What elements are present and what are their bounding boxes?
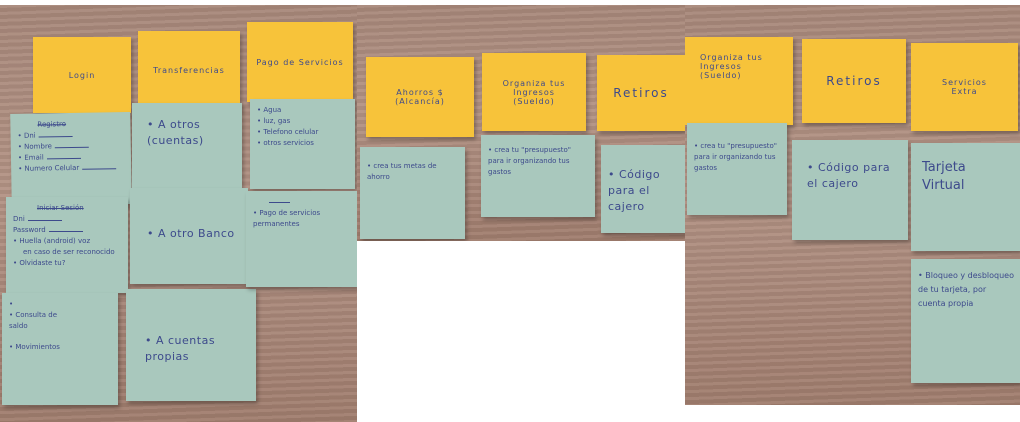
note-line: • Pago de servicios permanentes <box>253 209 321 228</box>
sticky-note-codigo-cajero: • Código para el cajero <box>601 145 685 233</box>
sticky-note-codigo-cajero-2: • Código para el cajero <box>792 140 908 240</box>
note-text: Organiza tus Ingresos (Sueldo) <box>502 78 566 106</box>
sticky-note-presupuesto: • crea tu "presupuesto" para ir organiza… <box>481 135 595 217</box>
note-line: en caso de ser reconocido <box>23 248 115 256</box>
note-text: • Código para el cajero <box>608 168 661 213</box>
note-text: • A cuentas propias <box>145 334 216 363</box>
sticky-note-registro: Registro • Dni • Nombre • Email • Numero… <box>10 111 132 207</box>
note-line: • crea tu "presupuesto" para ir organiza… <box>694 142 778 172</box>
note-line: • Olvidaste tu? <box>13 259 66 267</box>
sticky-note-pago-servicios: Pago de Servicios <box>247 22 353 102</box>
sticky-note-servicios-extra: Servicios Extra <box>911 43 1018 131</box>
sticky-note-a-otro-banco: • A otro Banco <box>130 188 248 284</box>
note-text: Organiza tus Ingresos (Sueldo) <box>700 53 763 80</box>
note-line: • Agua <box>257 106 282 114</box>
note-line: • Numero Celular <box>18 162 124 175</box>
note-text: • Código para el cajero <box>807 161 891 190</box>
note-line: Dni <box>13 214 121 225</box>
sticky-note-servicios: • Agua • luz, gas • Telefono celular • o… <box>250 99 355 189</box>
sticky-note-organiza-ingresos-2: Organiza tus Ingresos (Sueldo) <box>685 37 793 125</box>
note-line: • Telefono celular <box>257 128 319 136</box>
note-line: Iniciar Sesión <box>37 204 84 212</box>
photo-3: Organiza tus Ingresos (Sueldo) Retiros S… <box>685 5 1020 405</box>
note-text: Retiros <box>826 74 882 88</box>
sticky-note-ahorros: Ahorros $ (Alcancía) <box>366 57 474 137</box>
sticky-note-bloqueo-tarjeta: • Bloqueo y desbloqueo de tu tarjeta, po… <box>911 259 1020 383</box>
note-text: Ahorros $ (Alcancía) <box>395 88 445 106</box>
sticky-note-retiros: Retiros <box>597 55 685 131</box>
sticky-note-retiros-2: Retiros <box>802 39 906 123</box>
sticky-note-tarjeta-virtual: Tarjeta Virtual <box>911 143 1020 251</box>
note-line: • <box>9 300 14 308</box>
sticky-note-transferencias: Transferencias <box>138 31 240 109</box>
note-line: • Huella (android) voz <box>13 237 91 245</box>
note-line: • crea tu "presupuesto" para ir organiza… <box>488 146 572 176</box>
sticky-note-a-cuentas-propias: • A cuentas propias <box>126 289 256 401</box>
note-text: Retiros <box>613 86 669 100</box>
note-text: • A otro Banco <box>147 227 235 240</box>
sticky-note-presupuesto-2: • crea tu "presupuesto" para ir organiza… <box>687 123 787 215</box>
note-text: Tarjeta Virtual <box>922 160 966 193</box>
sticky-note-a-otros: • A otros (cuentas) <box>132 103 242 191</box>
note-line: • otros servicios <box>257 139 314 147</box>
sticky-note-login: Login <box>33 37 131 113</box>
note-line: ——— <box>269 198 290 206</box>
note-text: Login <box>68 70 96 80</box>
sticky-note-pago-permanentes: ——— • Pago de servicios permanentes <box>246 191 357 287</box>
sticky-note-consulta-saldo: • • Consulta de saldo • Movimientos <box>2 293 118 405</box>
sticky-note-iniciar-sesion: Iniciar Sesión Dni Password • Huella (an… <box>6 197 128 293</box>
note-text: • A otros (cuentas) <box>147 118 204 147</box>
note-text: Servicios Extra <box>942 78 987 96</box>
note-line: Password <box>13 225 121 236</box>
note-line: • luz, gas <box>257 117 291 125</box>
note-line: • crea tus metas de ahorro <box>367 162 437 181</box>
note-line: • Movimientos <box>9 343 60 351</box>
note-text: Pago de Servicios <box>256 57 344 67</box>
sticky-note-organiza-ingresos: Organiza tus Ingresos (Sueldo) <box>482 53 586 131</box>
photo-2: Ahorros $ (Alcancía) Organiza tus Ingres… <box>357 5 685 241</box>
photo-1: Login Transferencias Pago de Servicios R… <box>0 5 357 422</box>
note-line: • Consulta de saldo <box>9 311 57 330</box>
note-text: Transferencias <box>153 65 225 75</box>
sticky-note-metas-ahorro: • crea tus metas de ahorro <box>360 147 465 239</box>
note-line: • Bloqueo y desbloqueo de tu tarjeta, po… <box>918 271 1014 308</box>
